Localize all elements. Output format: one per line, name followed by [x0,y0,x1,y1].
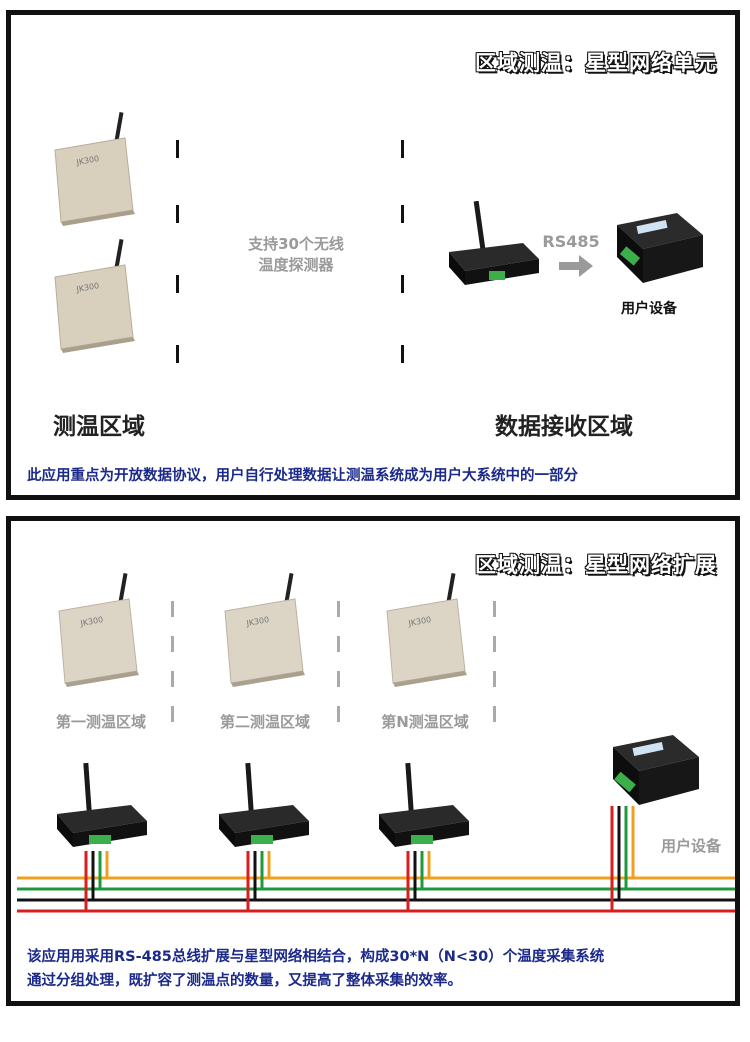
rs485-label: RS485 [542,232,600,251]
wireless-sensor-icon: JK300 [54,112,135,226]
divider-dash [493,706,496,722]
user-device-label: 用户设备 [660,837,721,855]
receiver-device-icon [379,762,469,847]
support-text-line2: 温度探测器 [258,256,334,274]
zone-label-2: 第二测温区域 [219,713,310,731]
region-right-label: 数据接收区域 [495,414,633,440]
sensor-model-label: JK300 [79,615,104,628]
wireless-sensor-icon: JK300 [58,573,139,687]
arrow-right-icon [559,255,593,277]
wireless-sensor-icon: JK300 [386,573,467,687]
divider-dash [337,706,340,722]
user-device-icon [617,213,703,283]
panel-title-badge: 区域测温：星型网络单元 [474,50,717,75]
divider-dash [176,205,179,223]
panel-star-network-extension: 区域测温：星型网络扩展 JK300 JK300 JK300 第一测温区域 第二测… [6,516,740,1006]
divider-dash [493,601,496,617]
divider-dash [401,140,404,158]
divider-dash [493,636,496,652]
divider-dash [176,140,179,158]
user-device-label: 用户设备 [621,301,677,317]
zone-label-n: 第N测温区域 [381,713,469,731]
caption-line-2: 通过分组处理，既扩容了测温点的数量，又提高了整体采集的效率。 [27,973,462,989]
divider-dash [337,601,340,617]
divider-dash [337,671,340,687]
zone-label-1: 第一测温区域 [55,713,146,731]
panel-star-network-unit: 区域测温：星型网络单元 JK300 JK300 支持30个无线 温度探测器 RS… [6,10,740,500]
panel-title-badge: 区域测温：星型网络扩展 [474,552,717,577]
receiver-device-icon [57,762,147,847]
sensor-model-label: JK300 [245,615,270,628]
wireless-sensor-icon: JK300 [54,239,135,353]
caption-text: 该应用用采用RS-485总线扩展与星型网络相结合，构成30*N（N<30）个温度… [27,945,727,993]
region-left-label: 测温区域 [53,414,145,440]
sensor-model-label: JK300 [75,281,100,294]
sensor-model-label: JK300 [75,154,100,167]
divider-dash [401,345,404,363]
divider-dash [337,636,340,652]
support-text: 支持30个无线 温度探测器 [211,233,381,275]
caption-line-1: 该应用用采用RS-485总线扩展与星型网络相结合，构成30*N（N<30）个温度… [27,949,605,965]
wireless-sensor-icon: JK300 [224,573,305,687]
divider-dash [171,601,174,617]
divider-dash [401,205,404,223]
rs485-bus-wiring [17,806,735,913]
divider-dash [493,671,496,687]
divider-dash [401,275,404,293]
receiver-device-icon [219,762,309,847]
divider-dash [171,636,174,652]
divider-dash [171,706,174,722]
user-device-icon [613,735,699,805]
divider-dash [171,671,174,687]
divider-dash [176,345,179,363]
divider-dash [176,275,179,293]
support-text-line1: 支持30个无线 [248,235,344,253]
receiver-device-icon [449,200,539,285]
sensor-model-label: JK300 [407,615,432,628]
caption-text: 此应用重点为开放数据协议，用户自行处理数据让测温系统成为用户大系统中的一部分 [27,468,578,484]
